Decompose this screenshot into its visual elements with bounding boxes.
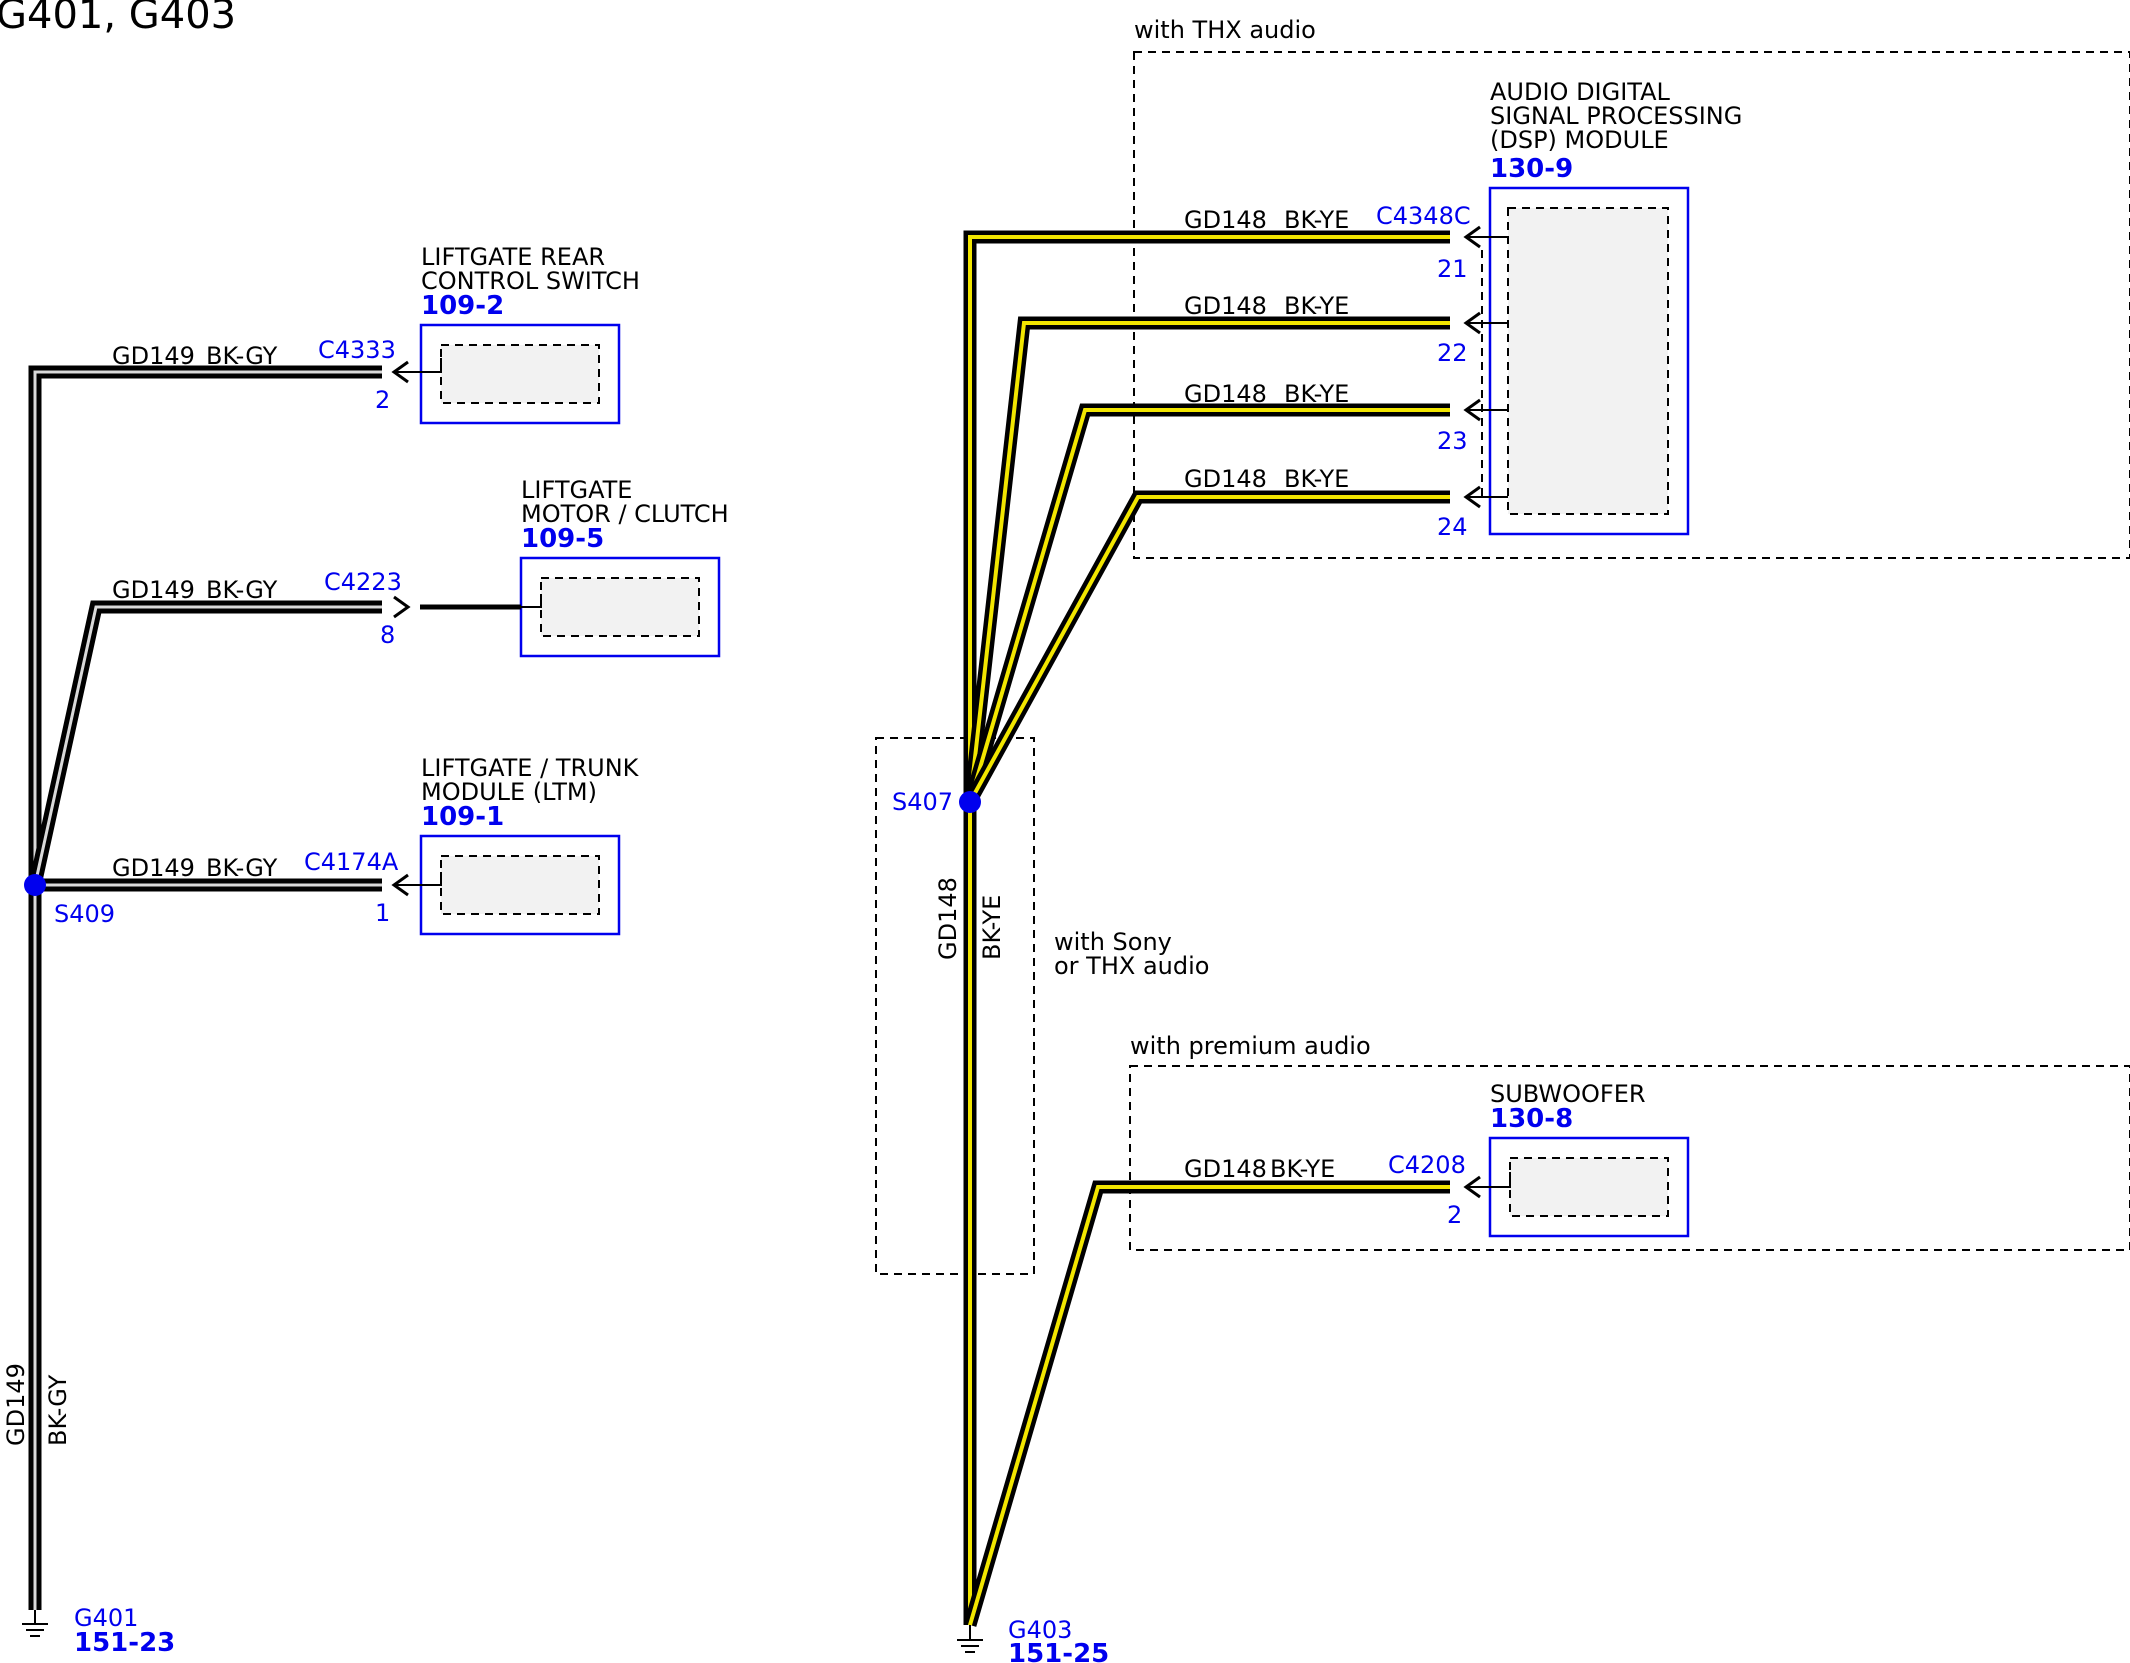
ground-icon xyxy=(957,1639,983,1653)
wire-label-circuit: GD148 xyxy=(1184,1155,1267,1183)
wire-label-circuit: GD149 xyxy=(112,854,195,882)
pin-label: 8 xyxy=(380,621,395,649)
module-name-line2: MODULE (LTM) xyxy=(421,778,597,806)
option-label-thx: with THX audio xyxy=(1134,16,1316,44)
splice-label-s407: S407 xyxy=(892,788,953,816)
module-ref-link[interactable]: 130-9 xyxy=(1490,154,1573,184)
module-inner xyxy=(540,577,700,637)
module-name-line2: SIGNAL PROCESSING xyxy=(1490,102,1742,130)
splice-s409 xyxy=(24,874,46,896)
wire-label-color: BK-YE xyxy=(1284,292,1349,320)
wire-label-color: BK-YE xyxy=(1270,1155,1335,1183)
wire-label-circuit-vertical: GD148 xyxy=(934,877,962,960)
wire-label-circuit: GD148 xyxy=(1184,292,1267,320)
pin-label: 1 xyxy=(375,899,390,927)
module-name-line1: LIFTGATE / TRUNK xyxy=(421,754,640,782)
splice-s407 xyxy=(959,791,981,813)
module-name-line3: (DSP) MODULE xyxy=(1490,126,1669,154)
pin-label: 21 xyxy=(1437,255,1468,283)
wire-gd148-pin23-stripe xyxy=(968,408,1450,803)
option-label-sony-thx-2: or THX audio xyxy=(1054,952,1209,980)
ground-ref-link[interactable]: 151-25 xyxy=(1008,1639,1109,1663)
module-ref-link[interactable]: 109-1 xyxy=(421,802,504,832)
module-inner xyxy=(440,344,600,404)
wire-label-color: BK-YE xyxy=(1284,380,1349,408)
module-ref-link[interactable]: 109-2 xyxy=(421,291,504,321)
wire-label-color: BK-YE xyxy=(1284,465,1349,493)
pin-label: 24 xyxy=(1437,513,1468,541)
wire-gd149-trunk xyxy=(28,365,382,1610)
wire-gd149-trunk-stripe xyxy=(33,370,382,1610)
wire-label-color-vertical: BK-YE xyxy=(978,895,1006,960)
wire-gd148-subwoofer-stripe xyxy=(968,1185,1450,1626)
option-box-premium xyxy=(1129,1065,2130,1251)
option-box-thx xyxy=(1133,51,2130,559)
option-label-sony-thx-1: with Sony xyxy=(1054,928,1172,956)
connector-arrow-icon xyxy=(393,595,411,619)
wire-label-circuit: GD149 xyxy=(112,576,195,604)
wire-gd148-trunk xyxy=(963,230,1450,1625)
wire-label-circuit: GD148 xyxy=(1184,380,1267,408)
splice-label-s409: S409 xyxy=(54,900,115,928)
wire-label-color: BK-GY xyxy=(206,854,278,882)
pin-lead xyxy=(394,358,442,373)
wire-gd148-trunk-stripe xyxy=(968,235,1450,1625)
ground-label: G403 xyxy=(1008,1616,1072,1644)
module-name-line2: CONTROL SWITCH xyxy=(421,267,640,295)
wire-label-circuit: GD148 xyxy=(1184,206,1267,234)
wire-label-color: BK-YE xyxy=(1284,206,1349,234)
pin-lead xyxy=(521,594,542,608)
module-name-line1: LIFTGATE xyxy=(521,476,632,504)
pin-lead xyxy=(1466,1172,1511,1188)
wire-label-color-vertical: BK-GY xyxy=(44,1374,72,1446)
pin-leads xyxy=(1466,236,1508,498)
module-name-line1: LIFTGATE REAR xyxy=(421,243,605,271)
wire-label-color: BK-GY xyxy=(206,576,278,604)
wire-label-color: BK-GY xyxy=(206,342,278,370)
pin-label: 22 xyxy=(1437,339,1468,367)
module-name-line1: SUBWOOFER xyxy=(1490,1080,1646,1108)
pin-lead xyxy=(394,872,442,886)
option-box-sony-thx xyxy=(875,737,1035,1275)
page-title: G401, G403 xyxy=(0,0,236,38)
connector-label: C4348C xyxy=(1376,202,1471,230)
wire-label-circuit: GD148 xyxy=(1184,465,1267,493)
connector-label: C4333 xyxy=(318,336,396,364)
wire-label-circuit: GD149 xyxy=(112,342,195,370)
module-ref-link[interactable]: 130-8 xyxy=(1490,1104,1573,1134)
pin-label: 2 xyxy=(375,386,390,414)
wire-gd148-pin22-stripe xyxy=(968,321,1450,803)
ground-ref-link[interactable]: 151-23 xyxy=(74,1628,175,1658)
module-name-line2: MOTOR / CLUTCH xyxy=(521,500,729,528)
module-inner xyxy=(1507,207,1669,515)
module-inner xyxy=(1509,1157,1669,1217)
option-label-premium: with premium audio xyxy=(1130,1032,1371,1060)
wire-gd148-pin24-stripe xyxy=(968,495,1450,803)
connector-label: C4174A xyxy=(304,848,399,876)
pin-label: 23 xyxy=(1437,427,1468,455)
pin-label: 2 xyxy=(1447,1201,1462,1229)
ground-label: G401 xyxy=(74,1604,138,1632)
connector-label: C4208 xyxy=(1388,1151,1466,1179)
module-name-line1: AUDIO DIGITAL xyxy=(1490,78,1671,106)
ground-icon xyxy=(22,1623,48,1637)
wire-gd148-subwoofer xyxy=(963,1180,1450,1627)
wire-label-circuit-vertical: GD149 xyxy=(2,1363,30,1446)
module-inner xyxy=(440,855,600,915)
connector-label: C4223 xyxy=(324,568,402,596)
module-ref-link[interactable]: 109-5 xyxy=(521,524,604,554)
wire-gd149-motor-stripe xyxy=(33,605,382,886)
